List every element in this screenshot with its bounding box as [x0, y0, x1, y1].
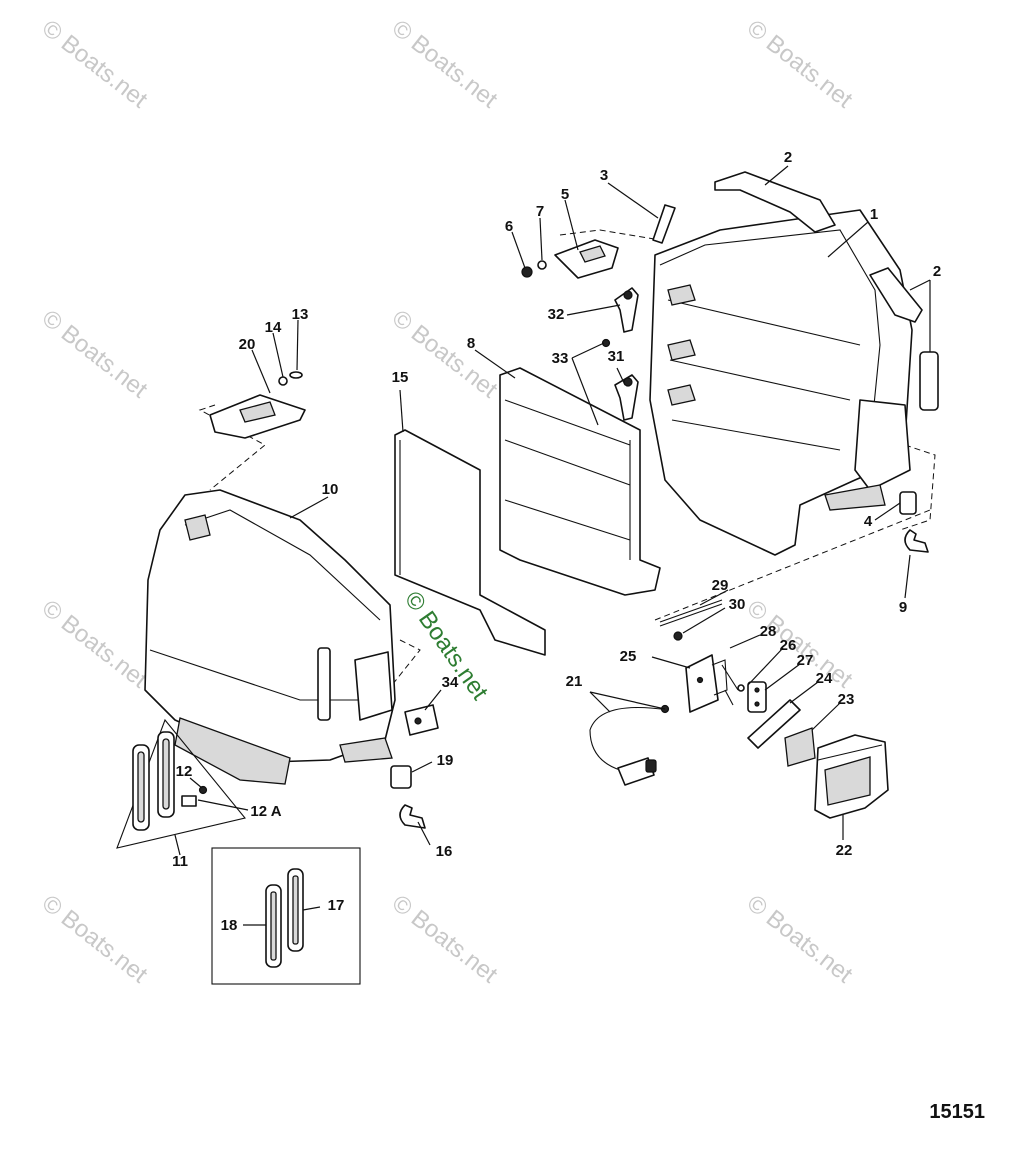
callout-8: 8 — [467, 335, 475, 352]
part-28 — [721, 664, 739, 706]
callout-11: 11 — [172, 853, 188, 870]
gasket-part-24 — [747, 699, 801, 749]
callout-27: 27 — [797, 652, 814, 669]
callout-17: 17 — [328, 897, 345, 914]
callout-21: 21 — [566, 673, 583, 690]
washer-part-7 — [537, 260, 547, 270]
callout-29: 29 — [712, 577, 729, 594]
callout-33: 33 — [552, 350, 569, 367]
callout-10: 10 — [322, 481, 339, 498]
callout-32: 32 — [548, 306, 565, 323]
callout-4: 4 — [864, 513, 873, 530]
seal-part-15 — [394, 429, 546, 656]
callout-28: 28 — [760, 623, 777, 640]
callout-14: 14 — [265, 319, 282, 336]
latch-part-5 — [554, 239, 619, 279]
plate-part-27 — [747, 681, 767, 713]
callout-15: 15 — [392, 369, 409, 386]
callout-18: 18 — [221, 917, 238, 934]
callout-26: 26 — [780, 637, 797, 654]
latch-plate-part-25 — [685, 654, 728, 713]
callout-19: 19 — [437, 752, 454, 769]
callout-24: 24 — [816, 670, 833, 687]
callout-12: 12 — [176, 763, 193, 780]
rear-cowl-part-1 — [649, 209, 913, 556]
callout-16: 16 — [436, 843, 453, 860]
watermark: © Boats.net — [742, 890, 858, 989]
bumper-part-4 — [899, 491, 917, 515]
latch-part-20 — [209, 394, 306, 439]
hook-part-31 — [614, 374, 639, 421]
cable-part-21 — [589, 704, 670, 786]
part-12a — [181, 795, 197, 807]
callout-22: 22 — [836, 842, 853, 859]
callout-2: 2 — [784, 149, 792, 166]
part-26 — [737, 684, 745, 692]
callout-31: 31 — [608, 348, 625, 365]
rod-part-29 — [659, 599, 723, 627]
screw-part-30 — [673, 631, 683, 641]
watermark: © Boats.net — [387, 305, 503, 404]
washer-part-14 — [278, 376, 288, 386]
watermark: © Boats.net — [742, 595, 858, 694]
clip-part-9 — [904, 529, 929, 553]
vent-kit-part-11 — [116, 718, 246, 849]
screw-part-6 — [521, 266, 533, 278]
handle-part-22 — [814, 734, 889, 819]
watermark: © Boats.net — [387, 15, 503, 114]
callout-2: 2 — [933, 263, 941, 280]
part-12 — [198, 785, 208, 795]
hook-part-32 — [614, 287, 639, 333]
watermark: © Boats.net — [37, 595, 153, 694]
callout-12a: 12 A — [250, 803, 281, 820]
seal-panel-part-8 — [499, 367, 661, 596]
figure-number: 15151 — [929, 1101, 985, 1123]
watermark: © Boats.net — [742, 15, 858, 114]
watermark: © Boats.net — [37, 890, 153, 989]
screw-part-13 — [289, 371, 303, 379]
leader-lines — [174, 165, 931, 926]
clip-part-16 — [399, 804, 426, 829]
trim-part-2 — [714, 171, 939, 411]
callout-30: 30 — [729, 596, 746, 613]
strip-part-3 — [652, 204, 676, 244]
watermark: © Boats.net — [387, 890, 503, 989]
callout-5: 5 — [561, 186, 569, 203]
bracket-part-34 — [404, 704, 439, 736]
front-cowl-part-10 — [144, 489, 396, 785]
pad-part-23 — [784, 727, 816, 767]
callout-23: 23 — [838, 691, 855, 708]
bumper-part-19 — [390, 765, 412, 789]
callout-labels: 1 2 2 3 4 5 6 7 8 9 10 11 12 12 A 13 14 … — [172, 149, 941, 934]
callout-34: 34 — [442, 674, 459, 691]
callout-9: 9 — [899, 599, 907, 616]
callout-6: 6 — [505, 218, 513, 235]
callout-13: 13 — [292, 306, 309, 323]
callout-7: 7 — [536, 203, 544, 220]
callout-3: 3 — [600, 167, 608, 184]
watermark: © Boats.net — [37, 305, 153, 404]
callout-25: 25 — [620, 648, 637, 665]
callout-1: 1 — [870, 206, 878, 223]
callout-20: 20 — [239, 336, 256, 353]
watermark: © Boats.net — [37, 15, 153, 114]
